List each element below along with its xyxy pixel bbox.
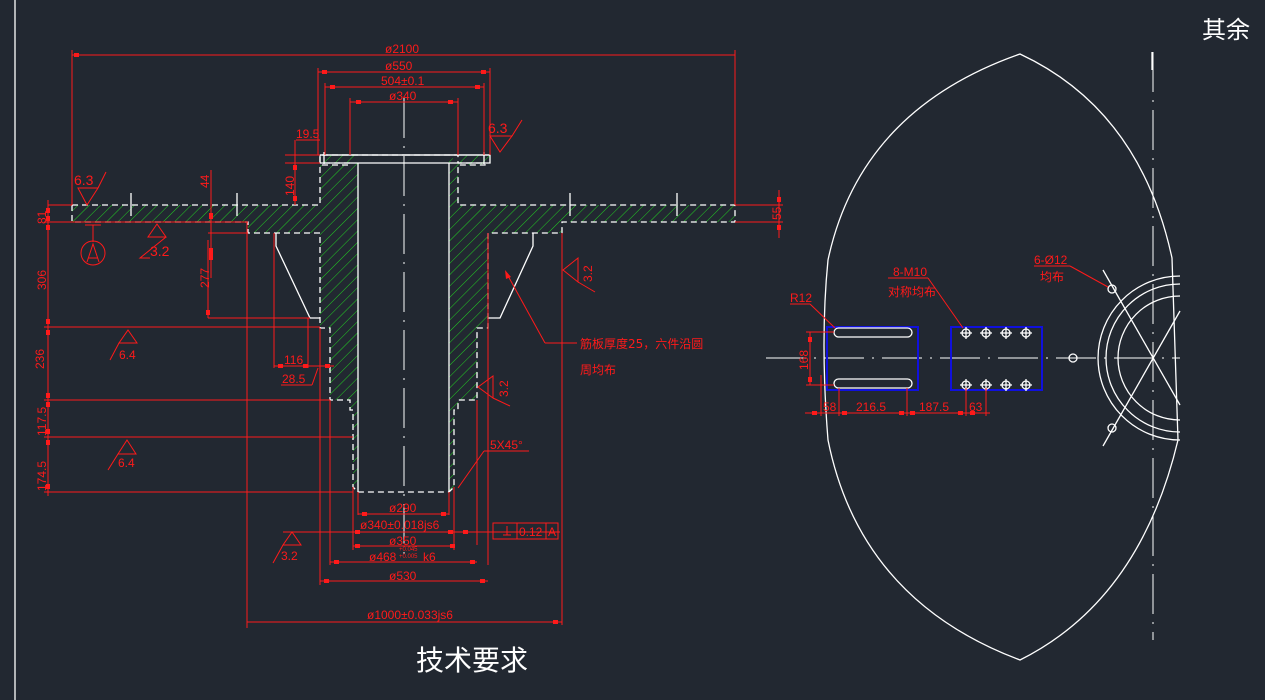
gdt-datum: A — [548, 525, 556, 539]
roughness-6-4-lower: 6.4 — [118, 456, 135, 470]
bolt-holes-m10 — [960, 327, 1032, 391]
slot-bottom — [833, 378, 913, 389]
dim-63: 63 — [969, 400, 983, 414]
roughness-symbols — [77, 119, 596, 564]
ring-bore — [1117, 295, 1181, 421]
dim-140: 140 — [283, 176, 297, 196]
hole-note-line1: 6-Ø12 — [1034, 253, 1068, 267]
slot-top — [833, 327, 913, 338]
dim-55: 55 — [770, 206, 784, 220]
section-outline-left — [72, 154, 404, 206]
rib-left — [275, 233, 320, 319]
slot-radius-label: R12 — [790, 291, 812, 305]
radial-line — [1102, 310, 1181, 447]
dim-d468-tol-lower: +0.005 — [399, 554, 418, 560]
dim-116: 116 — [284, 353, 303, 367]
section-hatch-left — [72, 155, 358, 492]
dim-187-5: 187.5 — [919, 400, 949, 414]
dim-d550: ø550 — [385, 59, 413, 73]
dim-d468-fit: k6 — [423, 550, 436, 564]
dim-d1000-js6: ø1000±0.033js6 — [367, 608, 453, 622]
dim-277: 277 — [198, 268, 212, 288]
bolt-note-line2: 对称均布 — [888, 285, 936, 299]
roughness-rest-label: 其余 — [1202, 16, 1250, 44]
dim-306: 306 — [35, 270, 49, 290]
roughness-3-2-rib: 3.2 — [581, 265, 595, 282]
dim-28-5: 28.5 — [282, 372, 306, 386]
dim-236: 236 — [33, 349, 47, 369]
top-view-dimension-lines — [790, 265, 1109, 416]
dim-81: 81 — [35, 210, 49, 224]
dim-d290: ø290 — [389, 501, 417, 515]
dim-44: 44 — [198, 174, 212, 188]
hole-12 — [1068, 353, 1078, 363]
dim-d2100: ø2100 — [385, 42, 419, 56]
dim-d530: ø530 — [389, 569, 417, 583]
dim-19-5: 19.5 — [296, 127, 320, 141]
hole-12 — [1107, 423, 1117, 433]
bolt-note-line1: 8-M10 — [893, 265, 927, 279]
roughness-3-2-flange: 3.2 — [150, 243, 170, 259]
rib-right — [488, 233, 534, 319]
section-view — [71, 98, 736, 560]
roughness-3-2-shaft: 3.2 — [497, 380, 511, 397]
gdt-value: 0.12 — [519, 525, 543, 539]
roughness-6-3-top: 6.3 — [488, 120, 508, 136]
section-dimension-lines — [44, 50, 783, 628]
bolt-group-box — [950, 326, 1043, 391]
dim-504: 504±0.1 — [381, 74, 425, 88]
dim-174-5: 174.5 — [35, 461, 49, 491]
dim-d468: ø468 — [369, 550, 397, 564]
plate-outline — [823, 53, 1179, 661]
roughness-6-4-upper: 6.4 — [119, 348, 136, 362]
hole-note-line2: 均布 — [1040, 270, 1064, 284]
roughness-3-2-bottom: 3.2 — [281, 549, 298, 563]
dim-d340-js6: ø340±0.018js6 — [360, 518, 440, 532]
slot-group-box — [826, 326, 919, 391]
rib-note-line1: 筋板厚度25，六件沿圆 — [580, 336, 703, 351]
ring-inner — [1105, 283, 1181, 433]
chamfer-label: 5X45° — [490, 438, 523, 452]
technical-requirements-title: 技术要求 — [416, 644, 528, 677]
ring-outer — [1097, 275, 1181, 441]
dim-d350: ø350 — [389, 534, 417, 548]
rib-note-line2: 周均布 — [580, 363, 616, 377]
dim-216-5: 216.5 — [856, 400, 886, 414]
dim-58: 58 — [823, 400, 837, 414]
dim-117-5: 117.5 — [35, 407, 49, 436]
hole-12 — [1107, 284, 1117, 294]
dim-d468-tol-upper: +0.045 — [399, 547, 418, 553]
section-outline — [71, 154, 736, 493]
roughness-6-3-left: 6.3 — [74, 172, 94, 188]
dim-d340: ø340 — [389, 89, 417, 103]
dim-168: 168 — [797, 350, 811, 370]
radial-line — [1102, 269, 1181, 406]
top-view — [766, 52, 1181, 661]
